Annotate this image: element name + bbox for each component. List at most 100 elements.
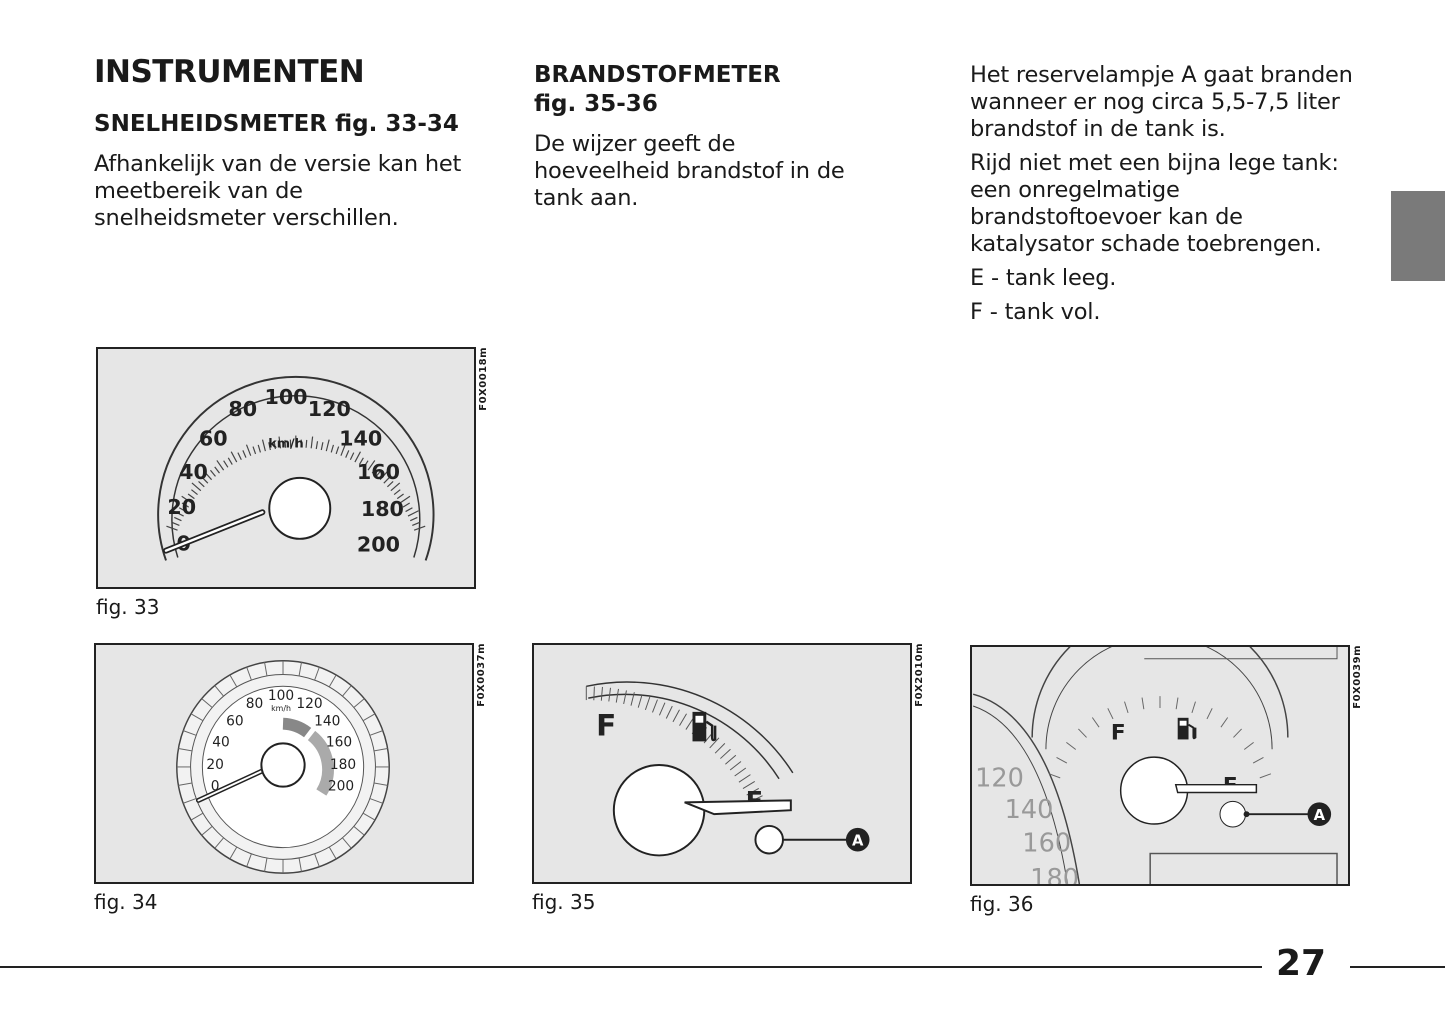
bezel-segment <box>373 782 388 786</box>
scale-tick <box>367 460 376 471</box>
page-number: 27 <box>1276 943 1327 984</box>
scale-tick <box>386 481 394 488</box>
speed-label: 40 <box>179 460 208 484</box>
speed-label: 120 <box>308 397 351 421</box>
callout-a-label: A <box>852 833 864 850</box>
fuel-scale-tick <box>623 690 627 705</box>
bezel-segment <box>183 730 197 736</box>
scale-tick <box>278 436 282 449</box>
fuel-scale-tick <box>593 686 595 701</box>
speed-label: 180 <box>361 497 404 521</box>
dash-scale-tick <box>1243 741 1254 750</box>
full-legend: F - tank vol. <box>970 299 1101 325</box>
bezel-segment <box>229 674 238 688</box>
scale-tick <box>257 444 261 453</box>
scale-tick <box>315 441 319 450</box>
scale-tick <box>191 489 198 496</box>
fuel-scale-tick <box>725 754 737 765</box>
scale-tick <box>284 439 287 448</box>
scale-tick <box>305 439 308 448</box>
scale-tick <box>227 457 233 465</box>
scale-tick <box>399 495 411 504</box>
figure-33-caption: fig. 33 <box>96 595 160 619</box>
scale-tick <box>335 446 340 455</box>
bezel-segment <box>342 685 352 697</box>
scale-tick <box>310 436 314 449</box>
dash-scale-tick <box>1141 697 1145 710</box>
bezel-segment <box>353 825 365 836</box>
scale-tick <box>174 516 182 522</box>
bezel-segment <box>362 713 376 722</box>
dash-scale-tick <box>1259 773 1272 779</box>
bezel-segment <box>328 674 337 688</box>
scale-tick <box>354 451 361 463</box>
scale-tick <box>413 525 426 531</box>
fuelgauge-heading-line1: BRANDSTOFMETER <box>534 62 781 88</box>
bezel-segment <box>178 782 193 786</box>
scale-tick <box>230 451 238 463</box>
fuel-scale-tick <box>615 688 619 703</box>
scale-tick <box>172 510 184 517</box>
bezel-segment <box>328 846 337 860</box>
scale-tick <box>268 442 271 451</box>
scale-tick <box>379 470 389 481</box>
dash-scale-tick <box>1252 756 1264 764</box>
dash-speed-160: 160 <box>1022 829 1071 859</box>
scale-tick <box>273 441 277 450</box>
dash-scale-tick <box>1066 741 1077 750</box>
speed-label: 20 <box>167 495 196 519</box>
scale-tick <box>252 446 257 455</box>
speedometer-heading: SNELHEIDSMETER fig. 33-34 <box>94 111 459 137</box>
fuel-scale-tick <box>608 687 611 702</box>
fuel-scale-tick <box>658 702 666 716</box>
scale-tick <box>407 510 419 517</box>
fuel-scale-tick <box>600 686 603 701</box>
bezel-segment <box>314 853 320 867</box>
bezel-segment <box>298 662 302 676</box>
speed-label-small: 120 <box>296 696 322 712</box>
right-column: Het reservelampje A gaat branden wanneer… <box>970 62 1365 333</box>
speed-unit-small: km/h <box>271 704 291 713</box>
scale-tick <box>201 477 209 484</box>
bezel-segment <box>264 857 268 872</box>
figure-35-caption: fig. 35 <box>532 890 596 914</box>
figure-36-caption: fig. 36 <box>970 892 1034 916</box>
figure-35-code: F0X2010m <box>914 643 925 707</box>
bezel-segment <box>373 748 388 752</box>
dash-scale-tick <box>1206 708 1213 720</box>
speed-label-small: 200 <box>328 779 354 795</box>
fuel-pump-icon <box>692 711 717 742</box>
dash-scale-tick <box>1107 708 1114 720</box>
scale-tick <box>198 481 205 488</box>
scale-tick <box>409 516 418 522</box>
scale-tick <box>242 450 247 458</box>
speed-label-small: 0 <box>211 779 220 795</box>
bezel-segment <box>369 730 383 736</box>
bezel-segment <box>214 837 224 849</box>
scale-tick <box>405 507 413 513</box>
scale-tick <box>261 439 266 452</box>
scale-tick <box>191 482 202 492</box>
scale-tick <box>358 457 364 465</box>
fuel-scale-tick <box>738 774 751 783</box>
fuel-gauge-illustration: F E A <box>585 681 870 857</box>
fuel-scale-tick <box>644 696 651 711</box>
fuel-scale-tick <box>729 761 742 771</box>
reserve-lamp-text: Het reservelampje A gaat branden wanneer… <box>970 62 1353 142</box>
scale-tick <box>383 477 390 484</box>
speed-label-small: 80 <box>246 696 264 712</box>
scale-tick <box>320 442 324 451</box>
speed-label-small: 160 <box>326 734 352 750</box>
scale-tick <box>390 482 401 492</box>
figure-35: F E A <box>532 643 912 884</box>
scale-tick <box>178 507 187 513</box>
scale-tick <box>371 466 378 474</box>
speed-label: 160 <box>357 460 400 484</box>
speedometer-text: Afhankelijk van de versie kan het meetbe… <box>94 151 462 231</box>
bezel-segment <box>342 837 352 849</box>
scale-tick <box>345 450 350 458</box>
bezel-segment <box>214 685 224 697</box>
fuel-pump-icon-36 <box>1177 717 1197 740</box>
